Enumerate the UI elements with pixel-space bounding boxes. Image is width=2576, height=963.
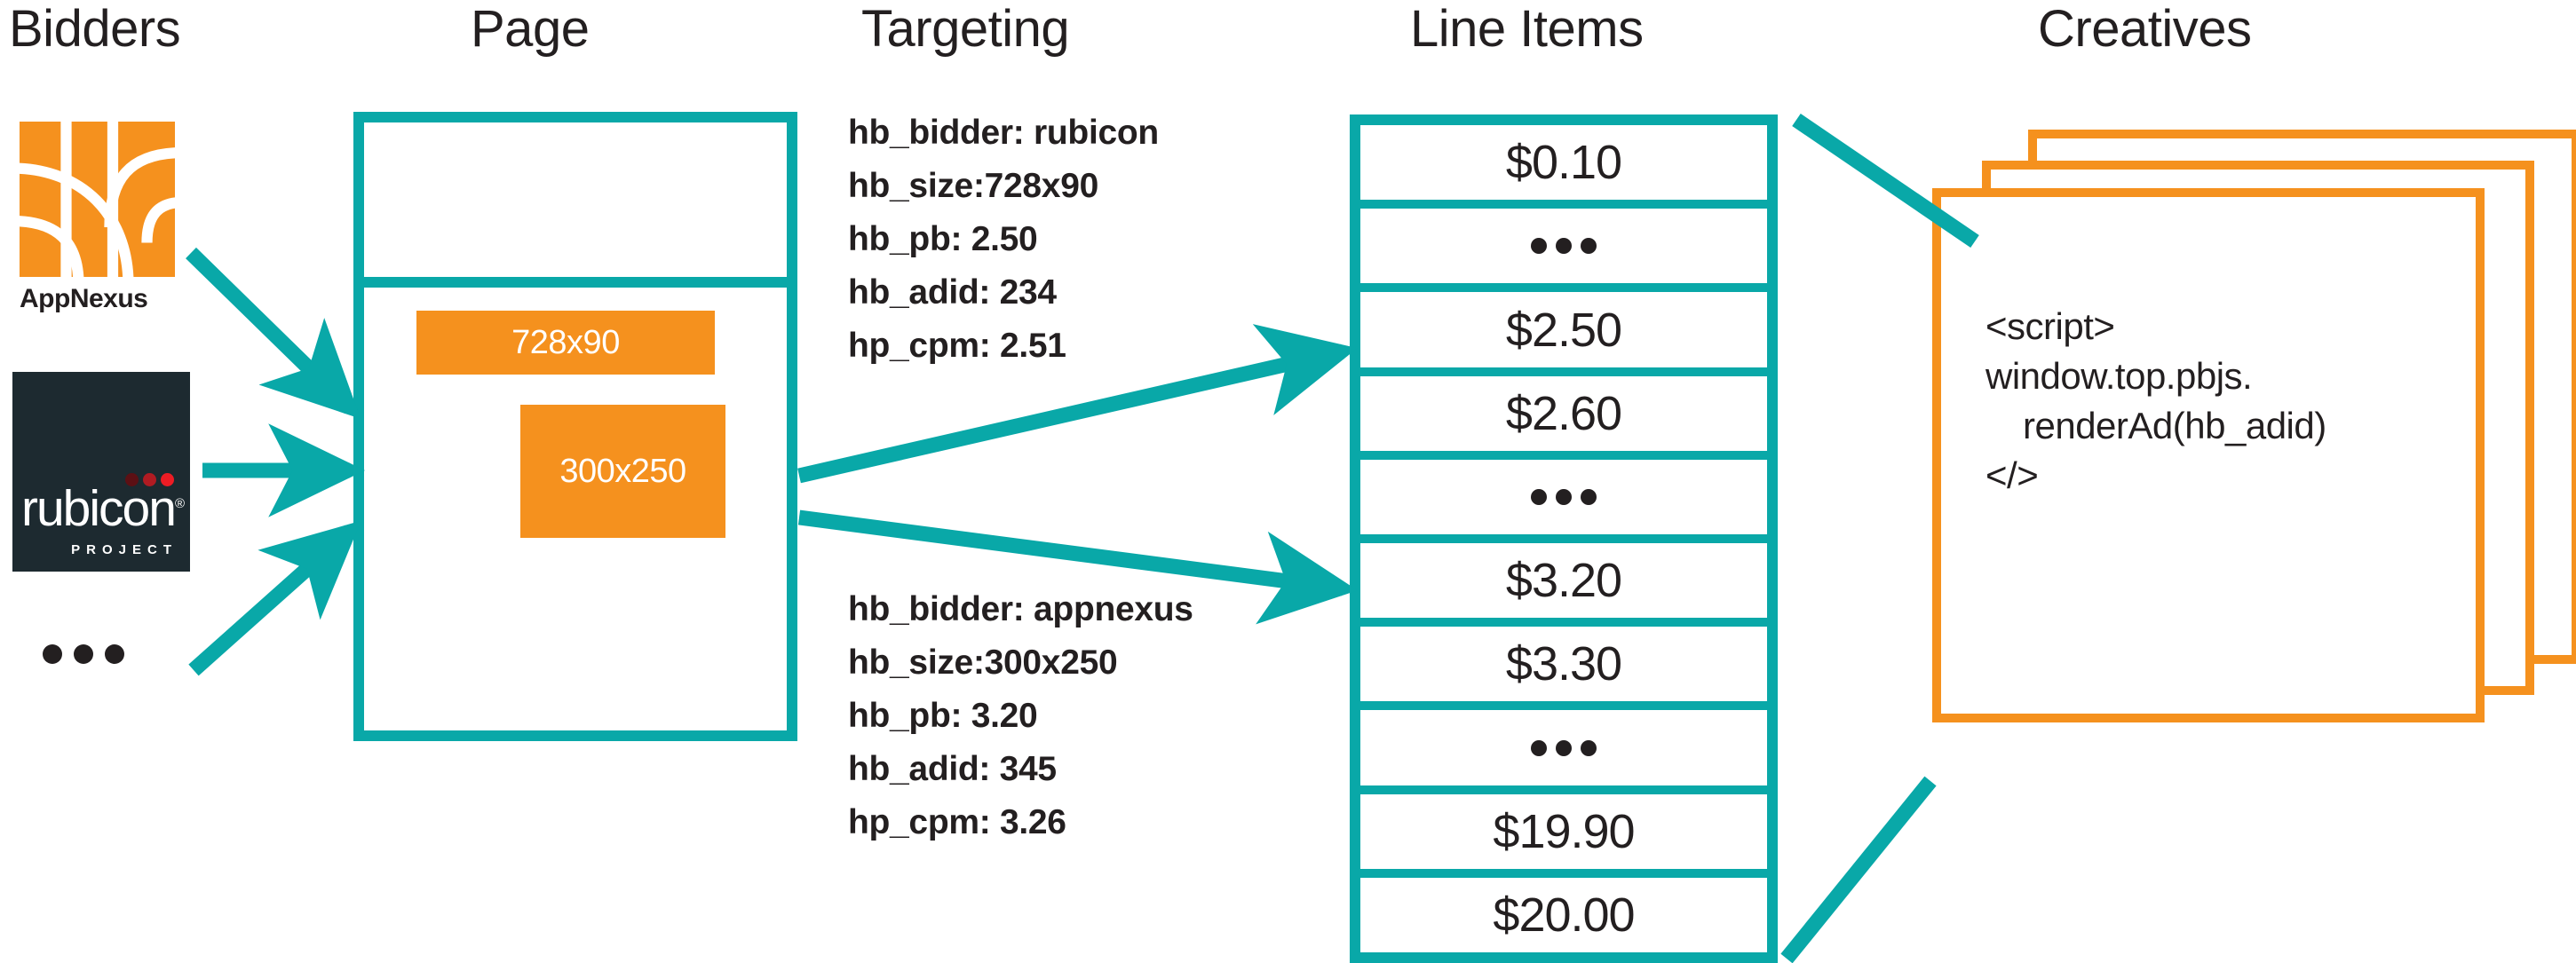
ellipsis-icon: [1531, 488, 1597, 505]
targeting-line: hp_cpm: 3.26: [848, 803, 1066, 841]
code-line: <script>: [1986, 305, 2115, 347]
targeting-line: hb_pb: 3.20: [848, 697, 1038, 735]
targeting-line: hb_bidder: appnexus: [848, 590, 1193, 628]
column-title-creatives: Creatives: [2038, 0, 2252, 58]
rubicon-project-logo: rubicon® PROJECT: [12, 372, 190, 572]
line-item-row[interactable]: $2.60: [1360, 375, 1767, 460]
targeting-block-appnexus: hb_bidder: appnexus hb_size:300x250 hb_p…: [848, 583, 1193, 849]
line-item-value: $2.60: [1505, 386, 1622, 440]
ad-slot-300x250[interactable]: 300x250: [520, 405, 725, 538]
line-item-value: $2.50: [1505, 303, 1622, 357]
rubicon-wordmark-text: rubicon: [20, 480, 177, 537]
code-line: window.top.pbjs.: [1986, 355, 2253, 397]
line-items-panel: $0.10 $2.50 $2.60 $3.20 $3.30 $19.90 $20…: [1350, 114, 1778, 963]
line-item-row[interactable]: $3.20: [1360, 543, 1767, 628]
line-item-row[interactable]: $20.00: [1360, 877, 1767, 953]
line-item-row[interactable]: [1360, 710, 1767, 794]
ellipsis-icon: [1531, 238, 1597, 255]
line-item-value: $20.00: [1493, 888, 1635, 942]
arrow-page-to-line-item-320: [797, 509, 1358, 625]
arrow-more-bidders-to-page: [188, 520, 361, 676]
line-item-row[interactable]: $3.30: [1360, 627, 1767, 711]
rubicon-wordmark: rubicon®: [16, 484, 190, 534]
line-item-row[interactable]: [1360, 209, 1767, 293]
rubicon-dots-icon: [125, 473, 174, 486]
targeting-line: hb_bidder: rubicon: [848, 114, 1159, 152]
ad-slot-728x90[interactable]: 728x90: [416, 311, 715, 375]
code-line: renderAd(hb_adid): [2023, 405, 2326, 446]
column-title-line-items: Line Items: [1410, 0, 1644, 58]
appnexus-arcs-icon: [20, 122, 175, 277]
column-title-targeting: Targeting: [861, 0, 1070, 58]
page-header-divider: [364, 277, 787, 288]
targeting-line: hb_adid: 234: [848, 273, 1057, 312]
registered-mark-icon: ®: [174, 496, 185, 511]
creative-card-front[interactable]: [1932, 188, 2485, 722]
targeting-block-rubicon: hb_bidder: rubicon hb_size:728x90 hb_pb:…: [848, 107, 1159, 373]
targeting-line: hp_cpm: 2.51: [848, 327, 1066, 365]
arrow-appnexus-to-page: [186, 247, 361, 419]
column-title-page: Page: [471, 0, 590, 58]
line-item-row[interactable]: [1360, 459, 1767, 544]
column-title-bidders: Bidders: [9, 0, 181, 58]
appnexus-label: AppNexus: [20, 284, 148, 313]
ellipsis-icon: [1531, 739, 1597, 756]
line-item-value: $3.30: [1505, 637, 1622, 691]
line-item-row[interactable]: $0.10: [1360, 125, 1767, 209]
line-item-value: $0.10: [1505, 136, 1622, 190]
targeting-line: hb_adid: 345: [848, 750, 1057, 788]
code-line: </>: [1986, 454, 2039, 496]
line-item-row[interactable]: $19.90: [1360, 793, 1767, 878]
rubicon-subtitle: PROJECT: [71, 542, 178, 557]
bidders-more-ellipsis-icon: [43, 644, 124, 664]
creative-code-snippet: <script> window.top.pbjs. renderAd(hb_ad…: [1986, 302, 2447, 501]
page-panel: 728x90 300x250: [353, 112, 797, 741]
link-line-items-to-creatives-bottom: [1780, 776, 1937, 963]
line-item-row[interactable]: $2.50: [1360, 292, 1767, 376]
targeting-line: hb_pb: 2.50: [848, 220, 1038, 258]
targeting-line: hb_size:728x90: [848, 167, 1098, 205]
targeting-line: hb_size:300x250: [848, 643, 1118, 682]
line-item-value: $3.20: [1505, 554, 1622, 608]
line-item-value: $19.90: [1493, 804, 1635, 858]
